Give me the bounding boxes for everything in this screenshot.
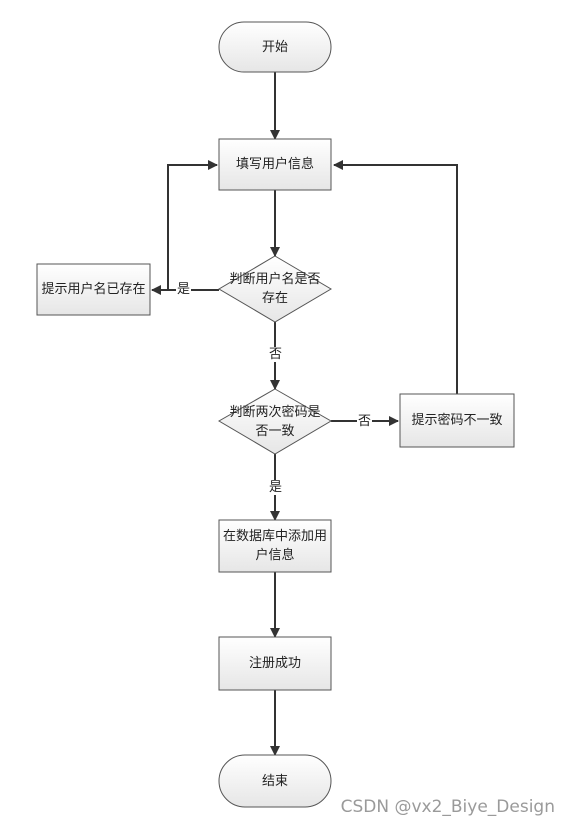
pwd-mismatch-box [399,393,515,448]
check-pwd-label: 判断两次密码是否一致 [229,404,321,439]
fill-info-box [218,138,332,191]
edge-label-pwd-no: 否 [357,414,373,429]
success-label: 注册成功 [248,656,301,671]
start-label: 开始 [261,39,288,55]
check-pwd-diamond [218,388,332,455]
check-name-label: 判断用户名是否存在 [229,272,321,306]
name-exists-label: 提示用户名已存在 [41,282,146,297]
end-label: 结束 [261,773,288,789]
edge-mismatch-loop [333,160,458,394]
fill-info-label: 填写用户信息 [235,157,314,172]
check-name-diamond [218,255,332,323]
start-terminal [218,21,332,73]
add-db-box [218,519,332,573]
edge-label-pwd-yes: 是 [268,480,284,495]
edge-label-name-no: 否 [268,347,284,362]
watermark-text: CSDN @vx2_Biye_Design [340,797,555,817]
edge-label-name-yes: 是 [176,282,192,297]
edge-exists-loop [167,160,218,290]
pwd-mismatch-label: 提示密码不一致 [411,413,503,428]
name-exists-box [36,263,151,316]
success-box [218,636,332,691]
add-db-label: 在数据库中添加用户信息 [222,529,327,563]
end-terminal [218,754,332,808]
